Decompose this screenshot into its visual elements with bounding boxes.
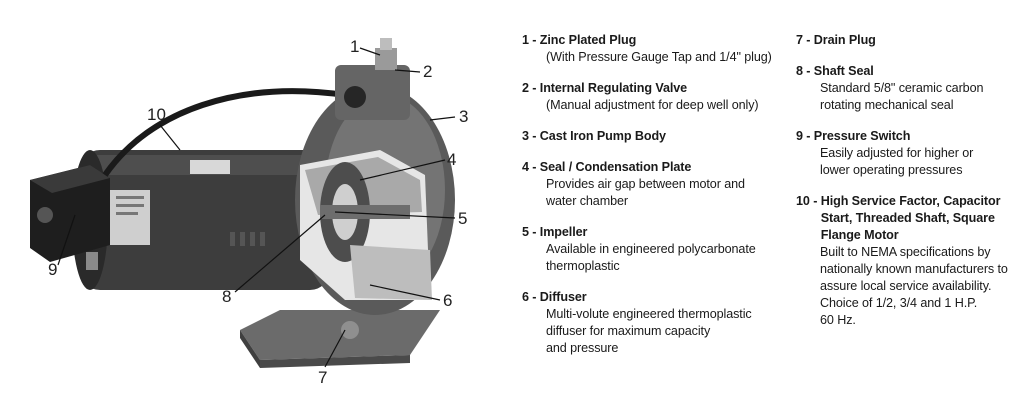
legend-number: 7 -	[796, 33, 814, 47]
legend-title: High Service Factor, Capacitor Start, Th…	[820, 194, 1001, 242]
legend-title: Zinc Plated Plug	[539, 33, 637, 47]
legend-number: 9 -	[796, 129, 814, 143]
legend-entry-7: 7 - Drain Plug	[796, 32, 1030, 49]
legend-description: Available in engineered polycarbonate th…	[546, 242, 756, 273]
legend-entry-3: 3 - Cast Iron Pump Body	[522, 128, 784, 145]
legend-description: Multi-volute engineered thermoplastic di…	[546, 307, 752, 355]
legend-entry-8: 8 - Shaft Seal Standard 5/8" ceramic car…	[796, 63, 1030, 114]
callout-1: 1	[350, 37, 359, 56]
legend-title: Seal / Condensation Plate	[539, 160, 692, 174]
legend-description: (With Pressure Gauge Tap and 1/4" plug)	[546, 50, 772, 64]
base-plate	[240, 310, 440, 368]
legend-number: 5 -	[522, 225, 540, 239]
legend-description: Built to NEMA specifications by national…	[820, 245, 1008, 327]
callout-8: 8	[222, 287, 231, 306]
callout-10: 10	[147, 105, 166, 124]
legend-number: 10 -	[796, 194, 821, 208]
legend-description: Provides air gap between motor and water…	[546, 177, 745, 208]
legend-title: Cast Iron Pump Body	[539, 129, 666, 143]
legend-title: Pressure Switch	[813, 129, 911, 143]
legend-entry-4: 4 - Seal / Condensation Plate Provides a…	[522, 159, 784, 210]
legend-title: Drain Plug	[813, 33, 876, 47]
legend-title: Shaft Seal	[813, 64, 874, 78]
legend-column-left: 1 - Zinc Plated Plug (With Pressure Gaug…	[522, 32, 784, 371]
callout-6: 6	[443, 291, 452, 310]
legend-description: Easily adjusted for higher or lower oper…	[820, 146, 974, 177]
leader-lines	[57, 47, 456, 368]
legend-title: Internal Regulating Valve	[539, 81, 688, 95]
pump-cutaway-illustration: 1 2 3 4 5 6 7 8 9 10	[30, 37, 468, 387]
pressure-tube	[102, 88, 346, 177]
callout-9: 9	[48, 260, 57, 279]
legend-entry-9: 9 - Pressure Switch Easily adjusted for …	[796, 128, 1030, 179]
callout-3: 3	[459, 107, 468, 126]
legend-entry-2: 2 - Internal Regulating Valve (Manual ad…	[522, 80, 784, 114]
callout-2: 2	[423, 62, 432, 81]
legend-title: Diffuser	[539, 290, 587, 304]
legend-entry-5: 5 - Impeller Available in engineered pol…	[522, 224, 784, 275]
legend-number: 8 -	[796, 64, 814, 78]
legend-description: Standard 5/8" ceramic carbon rotating me…	[820, 81, 984, 112]
legend-entry-10: 10 - High Service Factor, Capacitor Star…	[796, 193, 1030, 329]
pressure-switch	[30, 165, 110, 270]
callout-4: 4	[447, 150, 456, 169]
legend-entry-6: 6 - Diffuser Multi-volute engineered the…	[522, 289, 784, 357]
legend-description: (Manual adjustment for deep well only)	[546, 98, 759, 112]
legend-number: 4 -	[522, 160, 540, 174]
legend-entry-1: 1 - Zinc Plated Plug (With Pressure Gaug…	[522, 32, 784, 66]
callout-5: 5	[458, 209, 467, 228]
legend-title: Impeller	[539, 225, 588, 239]
legend-number: 1 -	[522, 33, 540, 47]
legend-number: 2 -	[522, 81, 540, 95]
legend-number: 3 -	[522, 129, 540, 143]
callout-7: 7	[318, 368, 327, 387]
cutaway-section	[300, 150, 432, 339]
motor-body	[72, 150, 330, 290]
legend-number: 6 -	[522, 290, 540, 304]
legend-column-right: 7 - Drain Plug 8 - Shaft Seal Standard 5…	[796, 32, 1030, 343]
